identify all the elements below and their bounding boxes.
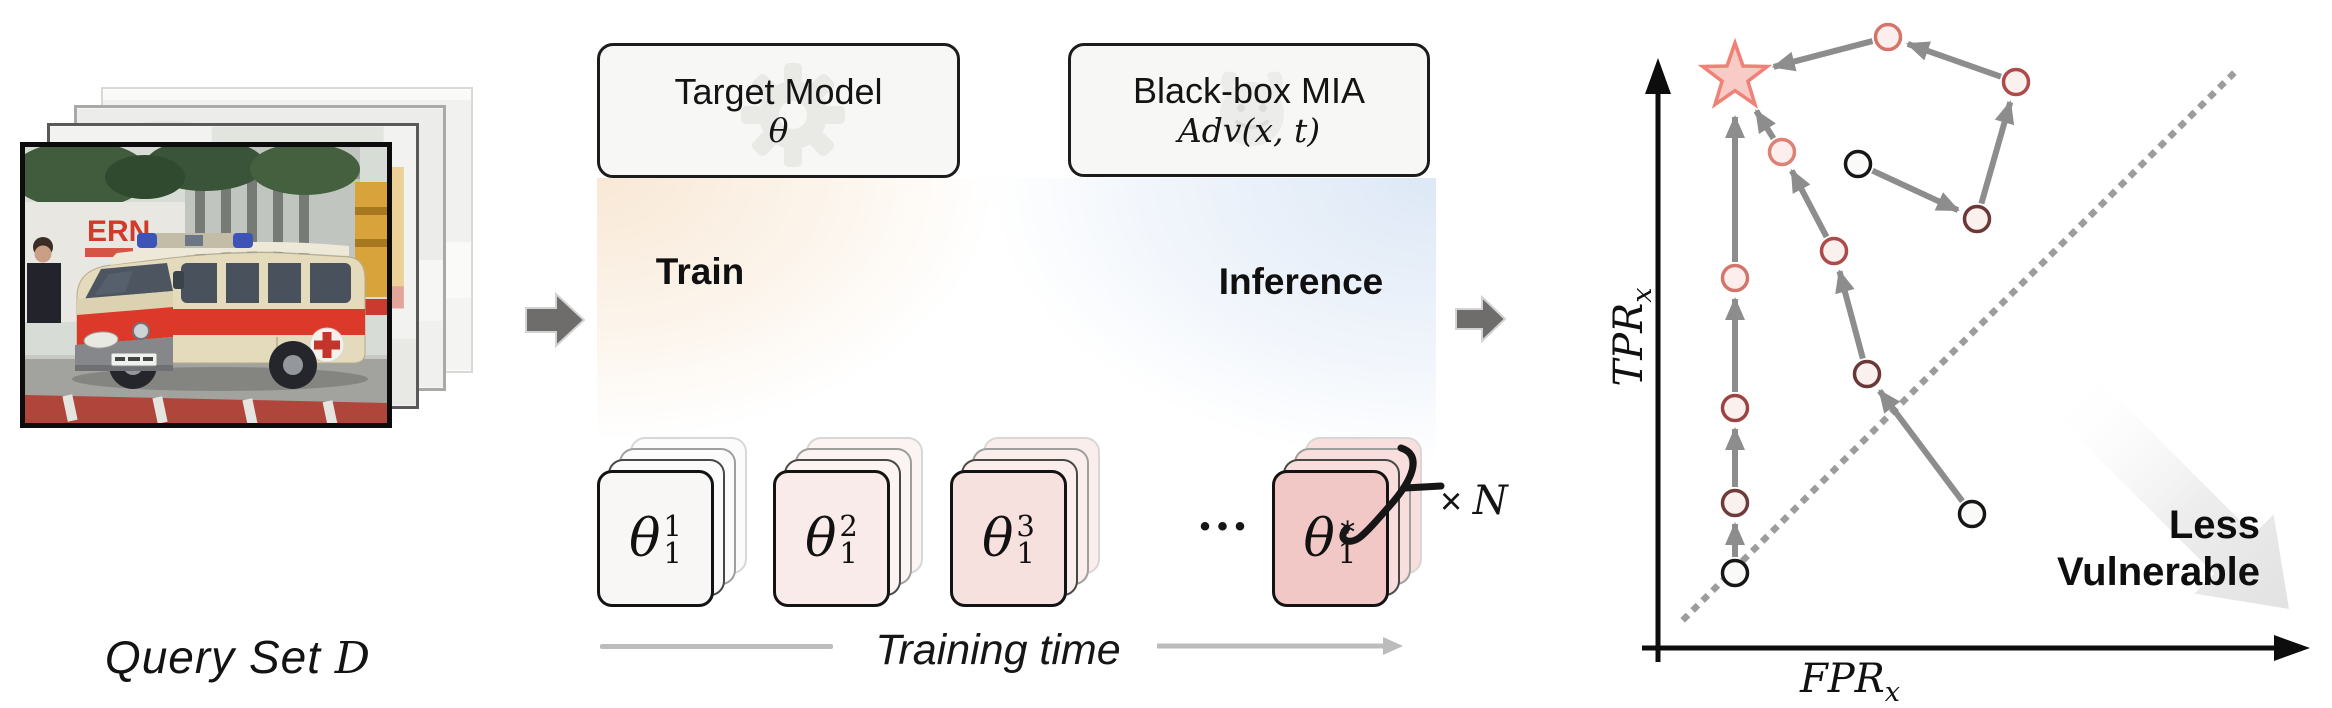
flow-arrow-right-icon bbox=[1455, 294, 1507, 344]
checkpoint-point bbox=[1720, 488, 1750, 518]
query-photo-front: ERN bbox=[20, 142, 392, 428]
multiplier-brace-icon bbox=[1339, 444, 1445, 545]
timeline-arrow-icon bbox=[1157, 637, 1403, 655]
tpr-axis-sub: x bbox=[1627, 287, 1658, 303]
trajectory-layer bbox=[1697, 22, 2031, 588]
checkpoint-point bbox=[1767, 137, 1797, 167]
theta-superscript: 2 bbox=[839, 508, 858, 543]
checkpoint-point bbox=[1819, 236, 1849, 266]
checkpoint-point bbox=[1873, 22, 1903, 52]
checkpoint-point bbox=[1962, 204, 1992, 234]
target-model-symbol: θ bbox=[768, 111, 789, 151]
ambulance-illustration: ERN bbox=[25, 147, 387, 423]
trajectory-arrow bbox=[1771, 38, 1874, 72]
checkpoint-point bbox=[1720, 558, 1750, 588]
inference-phase-swoosh bbox=[880, 178, 1436, 470]
n-symbol: N bbox=[1472, 478, 1508, 524]
devil-icon bbox=[1220, 71, 1284, 146]
roc-trajectory-plot bbox=[1642, 22, 2310, 662]
target-model-box: Target Model θ bbox=[597, 43, 960, 178]
checkpoint-card-front: θ 2 1 bbox=[773, 470, 890, 607]
checkpoint-stack-final: θ ∗ 1 bbox=[1272, 437, 1424, 608]
mia-formula: Adv(x, t) bbox=[1177, 110, 1321, 150]
less-vulnerable-line1: Less bbox=[2168, 503, 2260, 547]
timeline-line-left bbox=[600, 644, 833, 649]
query-set-caption-text: Query Set bbox=[104, 631, 322, 683]
trajectory-arrow bbox=[1753, 109, 1777, 141]
theta-symbol: θ bbox=[805, 508, 837, 569]
checkpoint-point bbox=[1720, 263, 1750, 293]
theta-symbol: θ bbox=[1303, 508, 1335, 569]
tpr-axis-label: TPRx bbox=[1606, 257, 1658, 417]
train-phase-swoosh bbox=[597, 178, 1117, 470]
y-axis-arrowhead bbox=[1645, 58, 1671, 94]
theta-symbol: θ bbox=[982, 508, 1014, 569]
less-vulnerable-label: Less Vulnerable bbox=[1988, 502, 2260, 596]
gear-icon bbox=[741, 63, 845, 167]
plot-axes bbox=[1642, 58, 2310, 662]
inference-phase-label: Inference bbox=[1218, 261, 1384, 302]
checkpoint-point bbox=[1852, 359, 1882, 389]
times-symbol: × bbox=[1440, 481, 1463, 523]
theta-superscript: 1 bbox=[663, 508, 682, 543]
checkpoint-stack-2: θ 2 1 bbox=[773, 437, 925, 608]
random-guess-diagonal bbox=[1680, 70, 2237, 623]
trajectory-arrow bbox=[1835, 269, 1866, 360]
checkpoint-stack-1: θ 1 1 bbox=[597, 437, 749, 608]
multiplier-label: × N bbox=[1440, 478, 1508, 524]
tpr-axis-base: TPR bbox=[1606, 302, 1652, 387]
less-vulnerable-line2: Vulnerable bbox=[2056, 550, 2260, 595]
checkpoint-card-front: θ 1 1 bbox=[597, 470, 714, 607]
blackbox-mia-box: Black-box MIA Adv(x, t) bbox=[1068, 43, 1430, 177]
optimal-star-icon bbox=[1697, 37, 1773, 109]
trajectory-arrow bbox=[1871, 167, 1960, 213]
query-set-caption: Query Set D bbox=[38, 630, 438, 684]
flow-arrow-left-icon bbox=[525, 291, 586, 349]
theta-subscript: 1 bbox=[1337, 535, 1357, 570]
checkpoint-point bbox=[1720, 393, 1750, 423]
checkpoint-point bbox=[2001, 67, 2031, 97]
checkpoint-point bbox=[1957, 499, 1987, 529]
fpr-axis-base: FPR bbox=[1799, 656, 1885, 702]
x-axis-arrowhead bbox=[2274, 635, 2310, 661]
fpr-axis-sub: x bbox=[1884, 677, 1901, 708]
theta-superscript: 3 bbox=[1016, 508, 1035, 543]
less-vulnerable-arrow-icon bbox=[2050, 370, 2289, 609]
timeline-label: Training time bbox=[875, 626, 1121, 674]
theta-subscript: 1 bbox=[839, 535, 858, 570]
checkpoint-point bbox=[1843, 149, 1873, 179]
checkpoint-stack-3: θ 3 1 bbox=[950, 437, 1102, 608]
fpr-axis-label: FPRx bbox=[1760, 656, 1940, 708]
train-phase-label: Train bbox=[655, 251, 745, 292]
theta-indices: 2 1 bbox=[839, 508, 858, 570]
query-set-symbol: D bbox=[334, 633, 372, 684]
checkpoint-ellipsis: ••• bbox=[1199, 510, 1253, 543]
theta-symbol: θ bbox=[629, 508, 661, 569]
mia-title: Black-box MIA bbox=[1132, 70, 1366, 112]
theta-subscript: 1 bbox=[663, 535, 682, 570]
trajectory-arrow bbox=[1789, 168, 1830, 239]
trajectory-arrow bbox=[1905, 41, 2002, 80]
trajectory-arrow bbox=[1877, 388, 1965, 504]
checkpoint-card-front: θ 3 1 bbox=[950, 470, 1067, 607]
theta-indices: 1 1 bbox=[663, 508, 682, 570]
target-model-title: Target Model bbox=[674, 70, 883, 112]
checkpoint-card-front: θ ∗ 1 bbox=[1272, 470, 1389, 607]
theta-indices: 3 1 bbox=[1016, 508, 1035, 570]
trajectory-arrow bbox=[1978, 100, 2015, 205]
theta-subscript: 1 bbox=[1016, 535, 1035, 570]
